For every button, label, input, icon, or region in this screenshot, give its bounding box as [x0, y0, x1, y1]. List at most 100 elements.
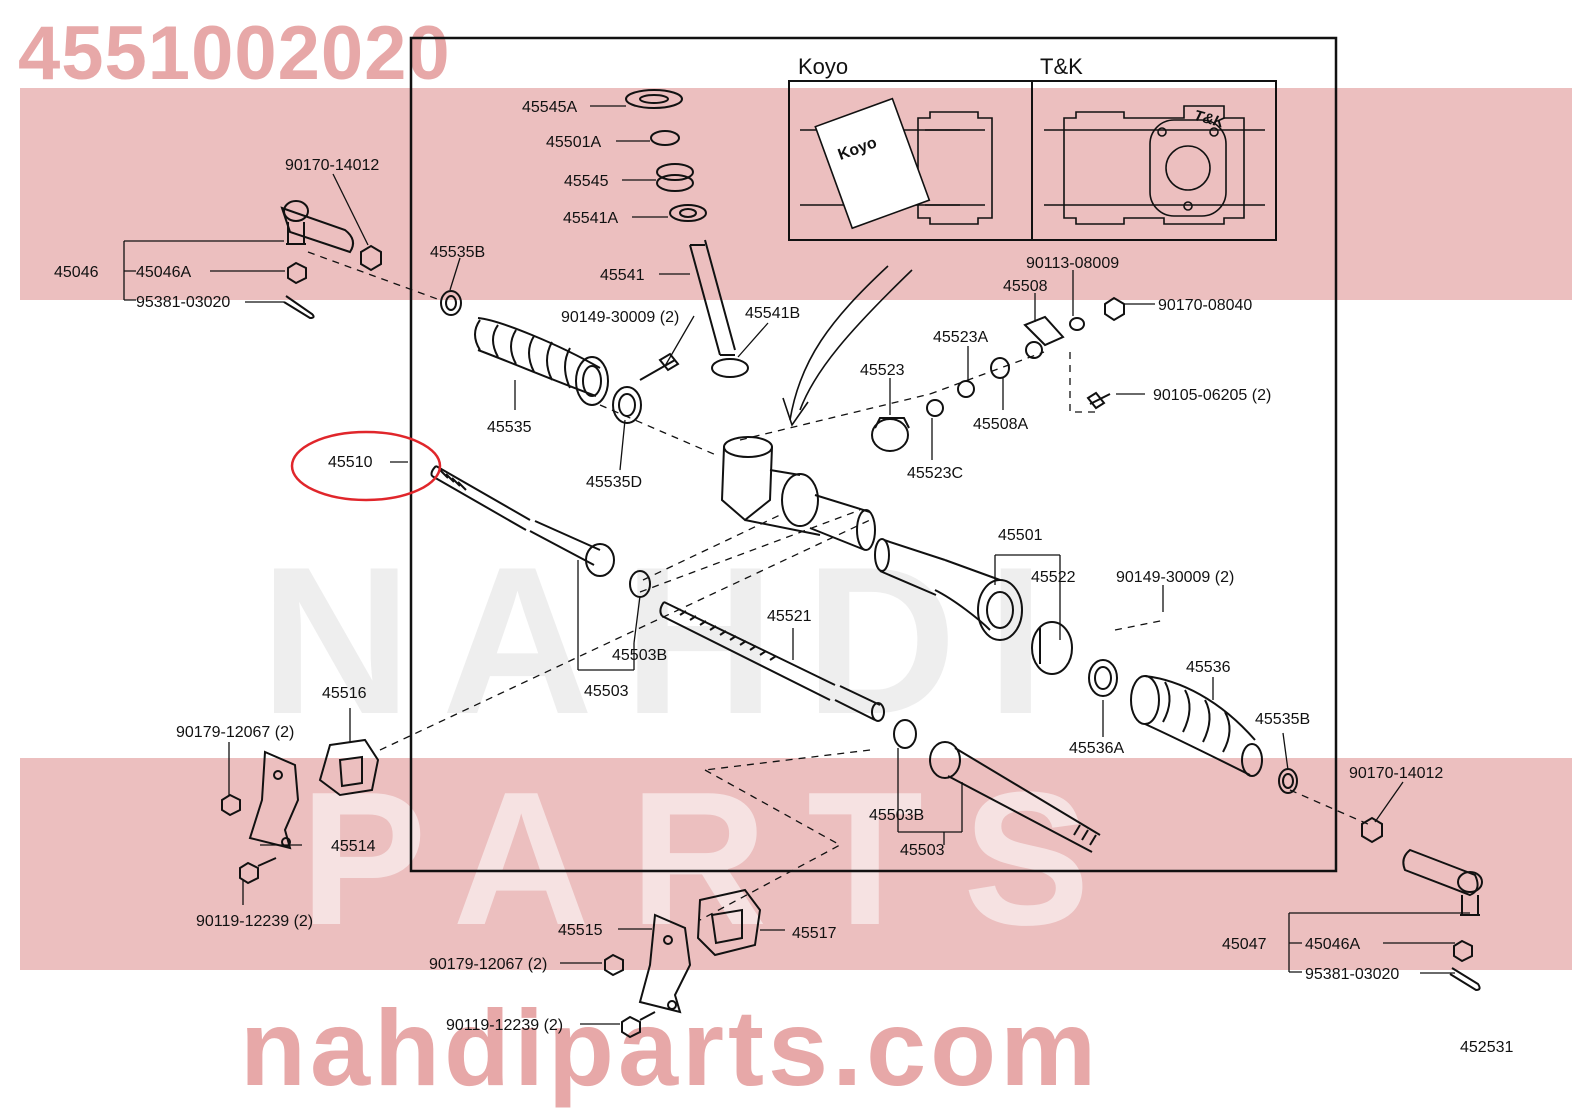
label-45536: 45536: [1186, 659, 1231, 676]
seat-45523C: [926, 399, 944, 417]
label-45510: 45510: [328, 454, 373, 471]
label-45503-a: 45503: [584, 683, 629, 700]
label-452531: 452531: [1460, 1039, 1513, 1056]
label-45515: 45515: [558, 922, 603, 939]
right-cotter-pin: [1449, 967, 1481, 992]
label-45535B-a: 45535B: [430, 244, 485, 261]
label-90149-30009-a: 90149-30009 (2): [561, 309, 679, 326]
label-45503B-b: 45503B: [869, 807, 924, 824]
bracket-45514: [248, 750, 300, 850]
bolt-90119-b: [621, 1011, 656, 1039]
label-45508A: 45508A: [973, 416, 1028, 433]
left-castle-nut: [287, 261, 307, 285]
label-45047: 45047: [1222, 936, 1267, 953]
oring-45508A: [990, 357, 1010, 379]
bolt-90105: [1086, 391, 1111, 410]
label-45541: 45541: [600, 267, 645, 284]
nut-90179-b: [604, 953, 624, 977]
part-labels: 90170-14012 45046 45046A 95381-03020 455…: [54, 99, 1513, 1056]
label-45046: 45046: [54, 264, 99, 281]
label-90170-14012-a: 90170-14012: [285, 157, 379, 174]
pinion-parts-stack: [625, 89, 749, 378]
label-45535D: 45535D: [586, 474, 642, 491]
main-frame: [409, 36, 1338, 873]
boot-clamp-45535B: [440, 290, 462, 316]
label-45522: 45522: [1031, 569, 1076, 586]
label-90119-12239-a: 90119-12239 (2): [196, 913, 313, 930]
tk-housing-drawing: T&K: [1044, 105, 1265, 225]
label-45536A: 45536A: [1069, 740, 1124, 757]
rack-45521: [659, 601, 885, 722]
label-90170-14012-b: 90170-14012: [1349, 765, 1443, 782]
label-45501A: 45501A: [546, 134, 601, 151]
bushing-45516: [318, 738, 380, 797]
lock-washer-45503B-right: [893, 719, 917, 749]
left-tie-rod-nut: [360, 244, 382, 272]
label-45541A: 45541A: [563, 210, 618, 227]
label-45535B-b: 45535B: [1255, 711, 1310, 728]
nut-90170-08040: [1104, 296, 1125, 322]
label-45523A: 45523A: [933, 329, 988, 346]
left-boot-45535: [474, 317, 609, 406]
koyo-stamp-tag: Koyo: [814, 97, 931, 230]
lock-washer-45503B-left: [629, 570, 651, 598]
label-45046A-a: 45046A: [136, 264, 191, 281]
boot-clamp-45536A: [1088, 659, 1118, 697]
label-45503-b: 45503: [900, 842, 945, 859]
bolt-90113: [1069, 317, 1085, 331]
label-90119-12239-b: 90119-12239 (2): [446, 1017, 563, 1034]
label-90170-08040: 90170-08040: [1158, 297, 1252, 314]
label-45535: 45535: [487, 419, 532, 436]
inner-tie-rod-45510: [430, 465, 615, 577]
right-tie-rod-nut: [1361, 816, 1383, 844]
label-45516: 45516: [322, 685, 367, 702]
rack-tube-45501: [874, 538, 1023, 641]
label-90105-06205: 90105-06205 (2): [1153, 387, 1271, 404]
plunger-45523: [871, 417, 910, 452]
label-45508: 45508: [1003, 278, 1048, 295]
watermark-part-number: 4551002020: [18, 11, 451, 96]
label-95381-03020-b: 95381-03020: [1305, 966, 1399, 983]
label-45503B-a: 45503B: [612, 647, 667, 664]
label-45046A-b: 45046A: [1305, 936, 1360, 953]
cover-45508: [1023, 315, 1065, 359]
left-tie-rod-end-45046: [280, 200, 355, 254]
label-95381-03020-a: 95381-03020: [136, 294, 230, 311]
tk-stamp-text: T&K: [1192, 107, 1227, 132]
right-tie-rod-end-45047: [1402, 848, 1483, 916]
label-45514: 45514: [331, 838, 376, 855]
right-castle-nut: [1453, 939, 1473, 963]
spring-45523A: [957, 380, 975, 398]
label-90179-12067-b: 90179-12067 (2): [429, 956, 547, 973]
watermark-band-top: [20, 88, 1572, 300]
watermark-brand-ghost: NAHDI: [260, 523, 1075, 758]
inset-arrow: [789, 265, 889, 421]
boot-clamp-45535B-right: [1278, 768, 1298, 794]
label-45521: 45521: [767, 608, 812, 625]
bolt-90119-a: [239, 857, 277, 885]
label-45517: 45517: [792, 925, 837, 942]
tk-title: T&K: [1040, 54, 1083, 79]
label-45545A: 45545A: [522, 99, 577, 116]
label-45523: 45523: [860, 362, 905, 379]
gear-housing: [720, 436, 876, 551]
label-45501: 45501: [998, 527, 1043, 544]
bolt-90149-a: [639, 352, 680, 381]
tk-inset-box: [1031, 80, 1277, 241]
bushing-45522: [1031, 621, 1073, 675]
inner-tie-rod-right: [929, 741, 1101, 853]
label-90179-12067-a: 90179-12067 (2): [176, 724, 294, 741]
boot-clamp-45535D: [612, 386, 642, 424]
highlight-circle-45510: [290, 430, 442, 502]
label-90149-30009-b: 90149-30009 (2): [1116, 569, 1234, 586]
watermark-parts-ghost: PARTS: [300, 753, 1130, 965]
assembly-axis-lines: [307, 251, 1371, 921]
label-45541B: 45541B: [745, 305, 800, 322]
left-cotter-pin: [283, 295, 315, 320]
nut-90179-a: [221, 793, 241, 817]
right-boot-45536: [1130, 675, 1263, 777]
leader-lines: [123, 105, 1470, 1025]
watermark-band-bottom: [20, 758, 1572, 970]
bushing-45517: [696, 888, 762, 957]
